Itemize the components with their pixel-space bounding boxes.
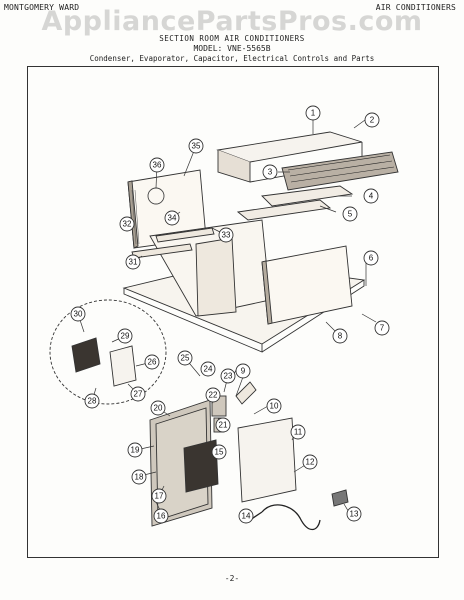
callout-26: 26	[144, 354, 160, 370]
callout-8: 8	[332, 328, 348, 344]
svg-text:31: 31	[129, 258, 138, 267]
callout-19: 19	[127, 442, 143, 458]
callout-27: 27	[130, 386, 146, 402]
callout-3: 3	[262, 164, 278, 180]
callout-15: 15	[211, 444, 227, 460]
section-title: SECTION ROOM AIR CONDITIONERS	[159, 34, 305, 43]
callout-16: 16	[153, 508, 169, 524]
svg-text:33: 33	[222, 231, 231, 240]
svg-text:20: 20	[154, 404, 163, 413]
callout-11: 11	[290, 424, 306, 440]
svg-text:30: 30	[74, 310, 83, 319]
part-top-cover	[216, 131, 363, 163]
part-evaporator-coil	[281, 151, 399, 191]
callout-17: 17	[151, 488, 167, 504]
svg-text:19: 19	[131, 446, 140, 455]
svg-text:14: 14	[242, 512, 251, 521]
callout-14: 14	[238, 508, 254, 524]
callout-18: 18	[131, 469, 147, 485]
callout-23: 23	[220, 368, 236, 384]
callout-10: 10	[266, 398, 282, 414]
part-plate	[236, 199, 332, 221]
callout-13: 13	[346, 506, 362, 522]
callout-4: 4	[363, 188, 379, 204]
callout-36: 36	[149, 157, 165, 173]
callout-21: 21	[215, 417, 231, 433]
diagram-subtitle: Condenser, Evaporator, Capacitor, Electr…	[89, 54, 375, 63]
callout-2: 2	[364, 112, 380, 128]
callout-30: 30	[70, 306, 86, 322]
callout-32: 32	[119, 216, 135, 232]
diagram-frame	[27, 66, 439, 558]
svg-text:3: 3	[268, 168, 273, 177]
callout-28: 28	[84, 393, 100, 409]
callout-5: 5	[342, 206, 358, 222]
part-side-panel	[261, 245, 353, 325]
svg-text:35: 35	[192, 142, 201, 151]
svg-text:36: 36	[153, 161, 162, 170]
svg-text:21: 21	[219, 421, 228, 430]
svg-text:6: 6	[369, 254, 374, 263]
callout-7: 7	[374, 320, 390, 336]
callout-34: 34	[164, 210, 180, 226]
svg-text:34: 34	[168, 214, 177, 223]
svg-text:27: 27	[134, 390, 143, 399]
callout-12: 12	[302, 454, 318, 470]
svg-text:32: 32	[123, 220, 132, 229]
svg-text:4: 4	[369, 192, 374, 201]
svg-text:7: 7	[380, 324, 385, 333]
callout-labels: 1 2 3 4 5 6 7 8 9 10 11 12 13 14 15 16 1…	[70, 105, 390, 524]
svg-text:9: 9	[241, 367, 246, 376]
model-title: MODEL: VNE-5565B	[193, 44, 271, 53]
svg-text:15: 15	[215, 448, 224, 457]
part-access-panel	[237, 417, 297, 503]
callout-1: 1	[305, 105, 321, 121]
svg-text:5: 5	[348, 210, 353, 219]
svg-text:13: 13	[350, 510, 359, 519]
svg-text:23: 23	[224, 372, 233, 381]
svg-text:25: 25	[181, 354, 190, 363]
svg-text:2: 2	[370, 116, 375, 125]
callout-24: 24	[200, 361, 216, 377]
svg-text:10: 10	[270, 402, 279, 411]
brand-header: MONTGOMERY WARD	[4, 3, 80, 12]
category-header: AIR CONDITIONERS	[375, 3, 456, 12]
callout-29: 29	[117, 328, 133, 344]
svg-text:28: 28	[88, 397, 97, 406]
svg-text:17: 17	[155, 492, 164, 501]
page-number: -2-	[224, 574, 240, 583]
svg-text:12: 12	[306, 458, 315, 467]
svg-text:18: 18	[135, 473, 144, 482]
svg-text:24: 24	[204, 365, 213, 374]
callout-9: 9	[235, 363, 251, 379]
svg-text:11: 11	[294, 428, 303, 437]
callout-22: 22	[205, 387, 221, 403]
callout-25: 25	[177, 350, 193, 366]
svg-text:29: 29	[121, 332, 130, 341]
part-power-cord	[261, 504, 321, 531]
svg-text:1: 1	[311, 109, 316, 118]
watermark: AppliancePartsPros.com	[41, 6, 423, 37]
callout-6: 6	[363, 250, 379, 266]
callout-20: 20	[150, 400, 166, 416]
part-plate	[261, 185, 354, 207]
svg-text:26: 26	[148, 358, 157, 367]
callout-31: 31	[125, 254, 141, 270]
svg-text:16: 16	[157, 512, 166, 521]
detail-inset-circle	[49, 299, 167, 405]
callout-33: 33	[218, 227, 234, 243]
svg-text:8: 8	[338, 332, 343, 341]
callout-35: 35	[188, 138, 204, 154]
svg-text:22: 22	[209, 391, 218, 400]
